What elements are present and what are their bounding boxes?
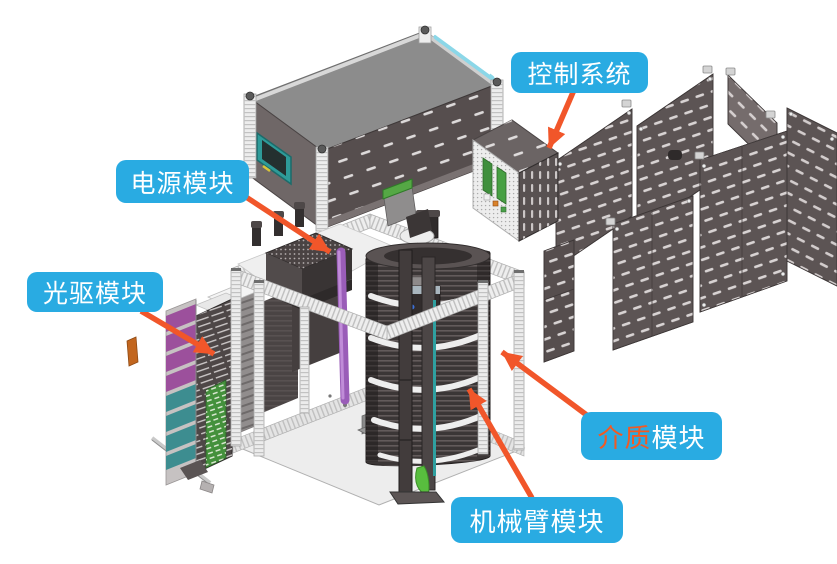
chassis-display-screen: [256, 131, 292, 186]
label-control-system: 控制系统: [511, 52, 648, 93]
arrow-control-system: [546, 88, 577, 150]
label-robot-arm-module: 机械臂模块: [451, 497, 623, 543]
frame-front-members: [230, 267, 525, 457]
arrow-robot-arm-module: [466, 387, 535, 500]
arrow-power-module: [244, 194, 332, 255]
label-control-system-text: 控制系统: [527, 60, 632, 89]
label-media-module: 介质模块: [581, 412, 722, 460]
drive-bays-teal: [166, 384, 196, 470]
label-power-module: 电源模块: [116, 160, 249, 203]
sensor-box: [382, 178, 417, 227]
enclosure-panels: [543, 65, 837, 363]
control-system-unit: [472, 119, 559, 242]
callout-arrows: [139, 88, 590, 500]
lead-screw-rod: [336, 247, 350, 405]
label-power-module-text: 电源模块: [130, 169, 235, 198]
label-media-module-text: 模块: [651, 422, 706, 453]
label-media-module-accent-text: 介质: [597, 422, 652, 453]
arrow-media-module: [500, 349, 590, 419]
drive-bays-purple: [166, 304, 196, 392]
top-cover-chassis: [243, 25, 504, 232]
label-robot-arm-module-text: 机械臂模块: [469, 506, 605, 537]
label-optical-drive-module-text: 光驱模块: [42, 280, 147, 308]
arrow-optical-drive-module: [139, 308, 216, 357]
label-optical-drive-module: 光驱模块: [27, 272, 163, 312]
